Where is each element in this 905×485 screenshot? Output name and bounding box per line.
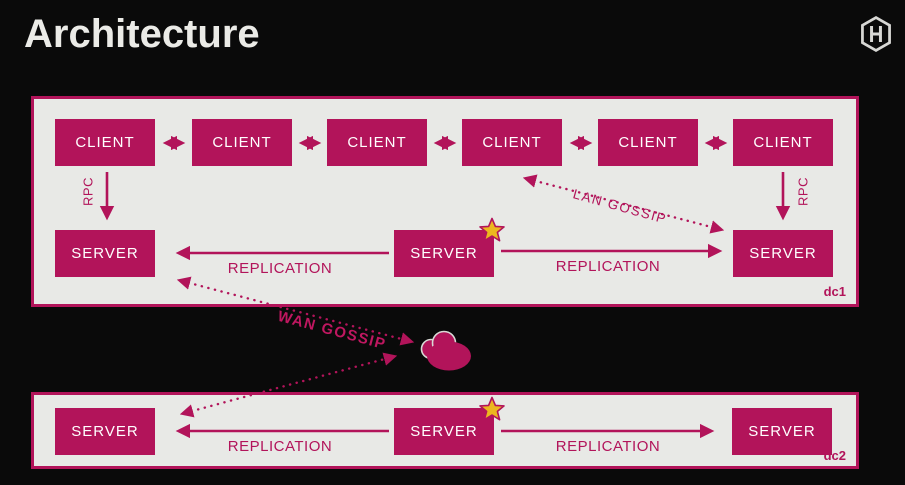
client-label: CLIENT xyxy=(482,134,542,151)
client-label: CLIENT xyxy=(75,134,135,151)
client-node: CLIENT xyxy=(598,119,698,166)
server-label: SERVER xyxy=(410,423,478,440)
replication-label: REPLICATION xyxy=(227,260,333,277)
rpc-label-right: RPC xyxy=(795,177,811,206)
server-label: SERVER xyxy=(71,423,139,440)
replication-label: REPLICATION xyxy=(555,258,661,275)
server-node: SERVER xyxy=(55,408,155,455)
dc1-panel: CLIENT CLIENT CLIENT CLIENT CLIENT CLIEN… xyxy=(31,96,859,307)
leader-star-icon xyxy=(479,217,505,242)
page-title: Architecture xyxy=(24,12,260,56)
client-label: CLIENT xyxy=(618,134,678,151)
dc2-label: dc2 xyxy=(823,448,846,463)
server-node: SERVER xyxy=(732,408,832,455)
client-node: CLIENT xyxy=(192,119,292,166)
server-node: SERVER xyxy=(733,230,833,277)
server-node: SERVER xyxy=(394,408,494,455)
client-node: CLIENT xyxy=(733,119,833,166)
client-label: CLIENT xyxy=(212,134,272,151)
hashicorp-logo-icon xyxy=(861,16,891,52)
client-node: CLIENT xyxy=(327,119,427,166)
server-node: SERVER xyxy=(394,230,494,277)
server-node: SERVER xyxy=(55,230,155,277)
wan-cloud-icon xyxy=(420,330,471,371)
server-label: SERVER xyxy=(410,245,478,262)
wan-gossip-label: WAN GOSSIP xyxy=(275,307,389,354)
server-label: SERVER xyxy=(71,245,139,262)
server-label: SERVER xyxy=(749,245,817,262)
rpc-label-left: RPC xyxy=(80,177,96,206)
replication-label: REPLICATION xyxy=(227,438,333,455)
replication-label: REPLICATION xyxy=(555,438,661,455)
client-label: CLIENT xyxy=(347,134,407,151)
dc1-label: dc1 xyxy=(823,284,846,299)
dc2-panel: SERVER SERVER SERVER REPLICATION REPLICA… xyxy=(31,392,859,469)
client-label: CLIENT xyxy=(753,134,813,151)
client-node: CLIENT xyxy=(462,119,562,166)
lan-gossip-label: LAN GOSSIP xyxy=(571,186,669,227)
server-label: SERVER xyxy=(748,423,816,440)
client-node: CLIENT xyxy=(55,119,155,166)
leader-star-icon xyxy=(479,396,505,421)
